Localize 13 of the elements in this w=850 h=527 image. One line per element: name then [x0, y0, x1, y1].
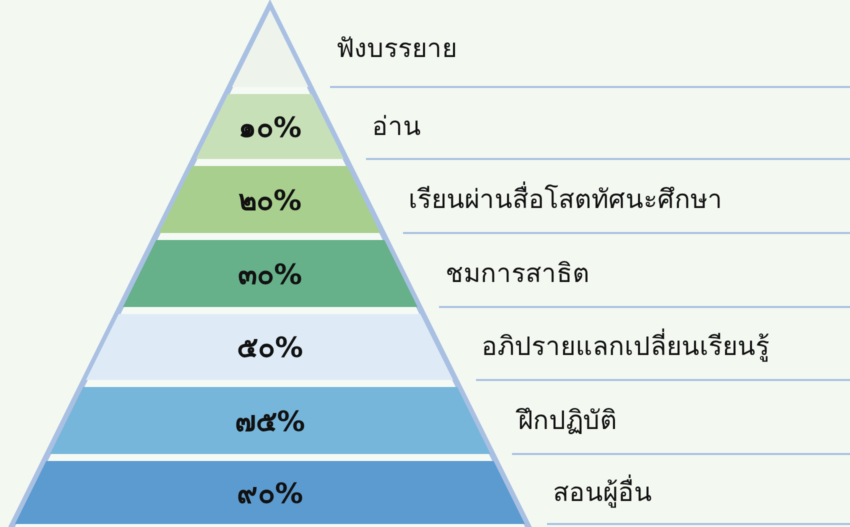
activity-label: ฝึกปฏิบัติ	[518, 398, 618, 440]
percentage-label: ๓๐%	[238, 256, 302, 292]
activity-label: เรียนผ่านสื่อโสตทัศนะศึกษา	[408, 178, 723, 218]
activity-label: สอนผู้อื่น	[552, 470, 652, 512]
percentage-label: ๙๐%	[236, 476, 304, 512]
activity-label: อภิปรายแลกเปลี่ยนเรียนรู้	[482, 325, 770, 366]
percentage-label: ๗๕%	[234, 404, 306, 440]
percentage-label: ๑๐%	[238, 110, 302, 146]
activity-label: ฟังบรรยาย	[336, 32, 458, 66]
percentage-label: ๕๐%	[236, 330, 304, 366]
activity-label: อ่าน	[372, 110, 421, 144]
percentage-label: ๒๐%	[238, 182, 302, 218]
activity-label: ชมการสาธิต	[445, 258, 590, 290]
